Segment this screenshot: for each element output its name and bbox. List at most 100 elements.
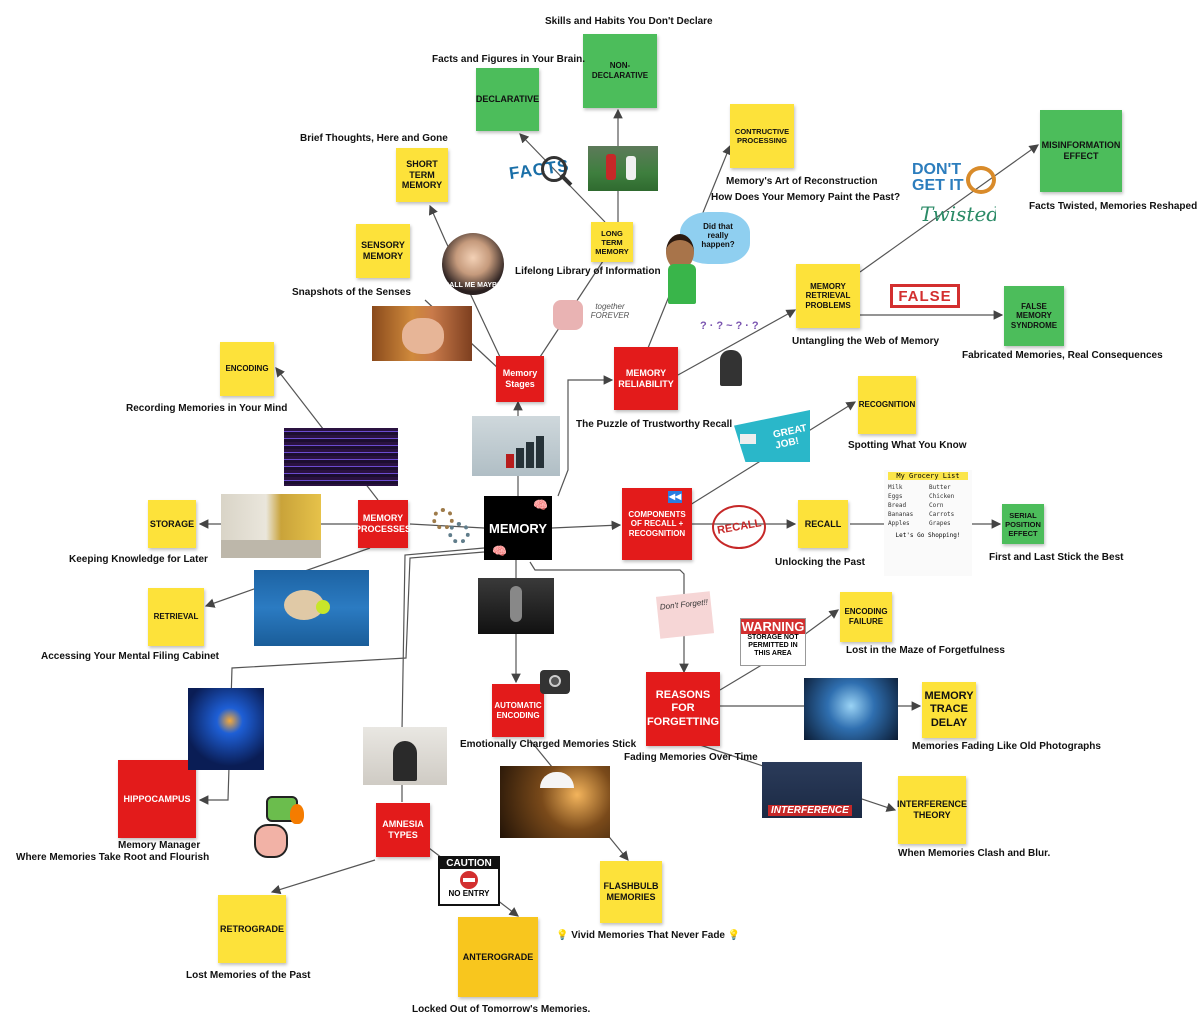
grocery-item: Corn [929, 502, 944, 509]
caption-sensory: Snapshots of the Senses [292, 287, 411, 298]
dog-swimming-photo [254, 570, 369, 646]
anterograde-node[interactable]: ANTEROGRADE [458, 917, 538, 997]
recognition-node[interactable]: RECOGNITION [858, 376, 916, 434]
encoding-label: ENCODING [225, 364, 269, 374]
grocery-list-image: My Grocery List Milk Butter Eggs Chicken… [884, 470, 972, 576]
bar-1 [506, 454, 514, 468]
face-shape [402, 318, 444, 354]
flashbulb-label: FLASHBULB MEMORIES [603, 881, 659, 902]
grocery-title: My Grocery List [888, 472, 968, 480]
caption-encoding: Recording Memories in Your Mind [126, 403, 288, 414]
warning-sub-text: STORAGE NOT PERMITTED IN THIS AREA [747, 634, 799, 657]
caption-false-memory: Fabricated Memories, Real Consequences [962, 350, 1163, 361]
non-declarative-node[interactable]: NON-DECLARATIVE [583, 34, 657, 108]
sensory-face-photo [372, 306, 472, 361]
facts-magnifier-image: FACTS [505, 150, 575, 200]
caption-constructive-1: Memory's Art of Reconstruction [726, 176, 878, 187]
constructive-node[interactable]: CONTRUCTIVE PROCESSING [730, 104, 794, 168]
caption-anterograde: Locked Out of Tomorrow's Memories. [412, 1004, 591, 1015]
thinking-person [720, 350, 742, 386]
retrieval-label: RETRIEVAL [153, 612, 199, 622]
caption-automatic-encoding: Emotionally Charged Memories Stick [460, 739, 637, 750]
hippocampus-label: HIPPOCAMPUS [123, 793, 191, 804]
memory-processes-node[interactable]: MEMORY PROCESSES [355, 500, 411, 548]
twisted-text: Twisted [920, 202, 996, 226]
recall-node[interactable]: RECALL [798, 500, 848, 548]
player-white [626, 156, 636, 180]
amnesia-types-label: AMNESIA TYPES [382, 819, 424, 840]
caption-misinformation: Facts Twisted, Memories Reshaped [1029, 201, 1198, 212]
dont-get-it-twisted-image: DON'T GET IT Twisted [910, 158, 996, 234]
encoding-failure-label: ENCODING FAILURE [844, 607, 888, 626]
umbrella-shape [540, 772, 574, 788]
dont-forget-text: Don't Forget!! [659, 597, 709, 612]
false-stamp-image: FALSE [890, 284, 960, 308]
components-node[interactable]: COMPONENTS OF RECALL + RECOGNITION ◀◀ [622, 488, 692, 560]
storage-label: STORAGE [149, 518, 195, 529]
serial-position-node[interactable]: SERIAL POSITION EFFECT [1002, 504, 1044, 544]
grocery-item: Apples [888, 520, 910, 527]
declarative-node[interactable]: DECLARATIVE [476, 68, 539, 131]
interference-theory-node[interactable]: INTERFERENCE THEORY [897, 776, 967, 844]
boy-body [668, 264, 696, 304]
tennis-ball [316, 600, 330, 614]
bar-3 [526, 442, 534, 468]
camera-lens [549, 675, 561, 687]
grocery-item: Bananas [888, 511, 914, 518]
false-stamp-text: FALSE [898, 287, 952, 305]
did-that-happen-text: Did that really happen? [701, 222, 735, 249]
caption-long-term: Lifelong Library of Information [515, 266, 661, 277]
hippocampus-node[interactable]: HIPPOCAMPUS [118, 760, 196, 838]
sensory-node[interactable]: SENSORY MEMORY [356, 224, 410, 278]
recall-label: RECALL [804, 518, 842, 529]
memory-stages-node[interactable]: Memory Stages [496, 356, 544, 402]
code-screen-photo [284, 428, 398, 486]
grocery-item: Eggs [888, 493, 903, 500]
flashbulb-node[interactable]: FLASHBULB MEMORIES [600, 861, 662, 923]
caption-retrieval-problems: Untangling the Web of Memory [792, 336, 940, 347]
cartoon-hand [254, 824, 288, 858]
retrieval-node[interactable]: RETRIEVAL [148, 588, 204, 646]
long-term-node[interactable]: LONG TERM MEMORY [591, 222, 633, 262]
camera-icon [540, 670, 570, 694]
encoding-failure-node[interactable]: ENCODING FAILURE [840, 592, 892, 642]
retrograde-label: RETROGRADE [220, 923, 285, 934]
caption-declarative: Facts and Figures in Your Brain. [432, 54, 585, 65]
shifter-knob [510, 586, 522, 622]
no-entry-icon [460, 871, 478, 889]
false-memory-node[interactable]: FALSE MEMORY SYNDROME [1004, 286, 1064, 346]
warning-text: WARNING [741, 619, 805, 634]
hallway-floor [221, 540, 321, 558]
short-term-node[interactable]: SHORT TERM MEMORY [396, 148, 448, 202]
retrograde-node[interactable]: RETROGRADE [218, 895, 286, 963]
person-silhouette [393, 741, 417, 781]
rewind-icon: ◀◀ [668, 491, 682, 503]
false-memory-label: FALSE MEMORY SYNDROME [1010, 301, 1058, 330]
declarative-label: DECLARATIVE [475, 94, 540, 105]
reasons-forgetting-node[interactable]: REASONS FOR FORGETTING [646, 672, 720, 746]
amnesia-types-node[interactable]: AMNESIA TYPES [376, 803, 430, 857]
misinformation-label: MISINFORMATION EFFECT [1041, 140, 1121, 161]
caption-storage: Keeping Knowledge for Later [69, 554, 208, 565]
sensory-label: SENSORY MEMORY [361, 240, 405, 261]
retrieval-problems-node[interactable]: MEMORY RETRIEVAL PROBLEMS [796, 264, 860, 328]
question-marks: ?·?~?·? [700, 320, 762, 332]
encoding-node[interactable]: ENCODING [220, 342, 274, 396]
magnifier-icon [541, 156, 567, 182]
memory-center-node[interactable]: MEMORY 🧠 🧠 [484, 496, 552, 560]
recognition-label: RECOGNITION [858, 400, 916, 410]
automatic-encoding-node[interactable]: AUTOMATIC ENCODING [492, 684, 544, 737]
interference-football-photo: INTERFERENCE [762, 762, 862, 818]
caution-sign-image: CAUTION NO ENTRY [438, 856, 500, 906]
memory-reliability-node[interactable]: MEMORY RELIABILITY [614, 347, 678, 410]
recall-stamp-image: RECALL [712, 505, 766, 549]
storage-node[interactable]: STORAGE [148, 500, 196, 548]
trace-delay-node[interactable]: MEMORY TRACE DELAY [922, 682, 976, 738]
dissolving-head-photo [363, 727, 447, 785]
great-job-image: GREAT JOB! [734, 402, 810, 468]
gear-icon [448, 522, 470, 544]
no-entry-text: NO ENTRY [448, 889, 490, 898]
gear-icon [432, 508, 454, 530]
misinformation-node[interactable]: MISINFORMATION EFFECT [1040, 110, 1122, 192]
caption-hippocampus-1: Memory Manager [118, 840, 201, 851]
